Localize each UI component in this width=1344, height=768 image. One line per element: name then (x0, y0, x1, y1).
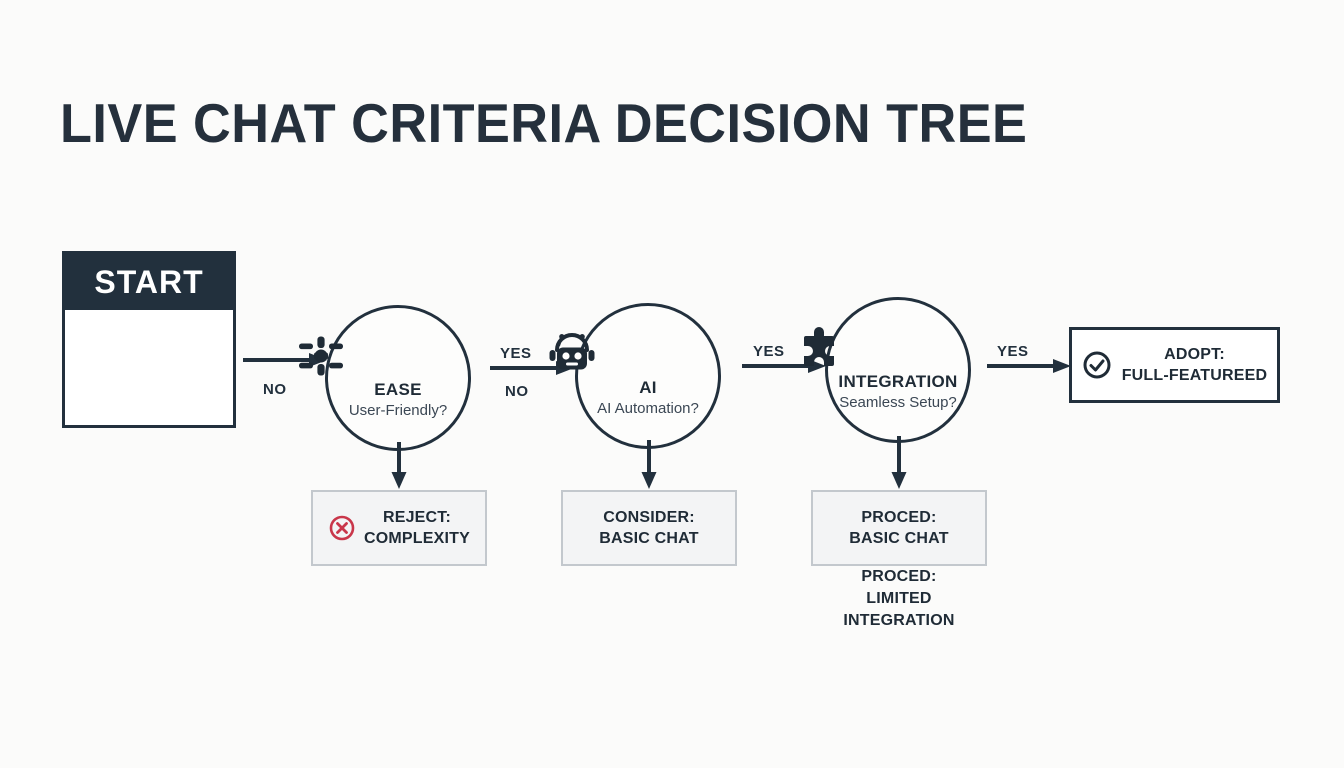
outcome-consider-line-1: CONSIDER: (603, 509, 695, 526)
edge-label-integration-to-adopt-yes: YES (997, 343, 1029, 360)
edge-integration-to-adopt (987, 358, 1073, 374)
x-circle-icon (328, 514, 356, 542)
decision-node-integration[interactable]: INTEGRATION Seamless Setup? (804, 297, 971, 443)
outcome-node-reject[interactable]: REJECT: COMPLEXITY (311, 490, 487, 566)
trailing-note: PROCED: LIMITED INTEGRATION (811, 566, 987, 632)
start-node-body (65, 310, 233, 425)
edge-integration-to-proceed (890, 436, 908, 490)
outcome-text-proceed: PROCED: BASIC CHAT (849, 507, 948, 549)
outcome-reject-line-1: REJECT: (382, 509, 452, 526)
brightness-icon (298, 336, 498, 376)
edge-label-start-to-ease-no: NO (263, 381, 287, 398)
edge-ease-to-ai (490, 360, 576, 376)
decision-sublabel-ai: AI Automation? (597, 400, 699, 417)
outcome-proceed-line-1: PROCED: (861, 509, 937, 526)
robot-icon (548, 333, 748, 374)
trailing-note-line-2: LIMITED (866, 590, 932, 607)
adopt-line-2: FULL-FEATUREED (1121, 367, 1268, 384)
edge-start-to-ease (243, 352, 329, 368)
edge-ease-to-reject (390, 442, 408, 490)
trailing-note-line-3: INTEGRATION (843, 612, 955, 629)
adopt-node[interactable]: ADOPT: FULL-FEATUREED (1069, 327, 1280, 403)
trailing-note-line-1: PROCED: (861, 568, 937, 585)
outcome-text-consider: CONSIDER: BASIC CHAT (599, 507, 698, 549)
adopt-line-1: ADOPT: (1164, 346, 1225, 363)
decision-node-ease[interactable]: EASE User-Friendly? (299, 305, 471, 451)
start-node-label: START (94, 263, 204, 300)
decision-sublabel-integration: Seamless Setup? (839, 394, 957, 411)
edge-label-ai-to-integration-yes: YES (753, 343, 785, 360)
decision-label-ai: AI (639, 378, 657, 397)
edge-ai-to-consider (640, 440, 658, 490)
decision-label-ease: EASE (374, 380, 422, 399)
outcome-node-consider[interactable]: CONSIDER: BASIC CHAT (561, 490, 737, 566)
edge-label-ease-to-ai-no: NO (505, 383, 529, 400)
edge-label-ease-to-ai-yes: YES (500, 345, 532, 362)
puzzle-piece-icon (798, 327, 998, 368)
start-node[interactable]: START (62, 251, 236, 428)
outcome-text-reject: REJECT: COMPLEXITY (364, 507, 470, 549)
decision-label-integration: INTEGRATION (838, 372, 958, 391)
outcome-node-proceed[interactable]: PROCED: BASIC CHAT (811, 490, 987, 566)
decision-sublabel-ease: User-Friendly? (348, 402, 448, 419)
page-title: LIVE CHAT CRITERIA DECISION TREE (60, 92, 1028, 154)
adopt-node-text: ADOPT: FULL-FEATUREED (1122, 344, 1268, 386)
edge-ai-to-integration (742, 358, 828, 374)
outcome-consider-line-2: BASIC CHAT (599, 530, 699, 547)
check-circle-icon (1082, 350, 1112, 380)
start-node-header: START (65, 254, 233, 310)
outcome-reject-line-2: COMPLEXITY (363, 530, 470, 547)
outcome-proceed-line-2: BASIC CHAT (849, 530, 949, 547)
decision-node-ai[interactable]: AI AI Automation? (549, 303, 721, 449)
